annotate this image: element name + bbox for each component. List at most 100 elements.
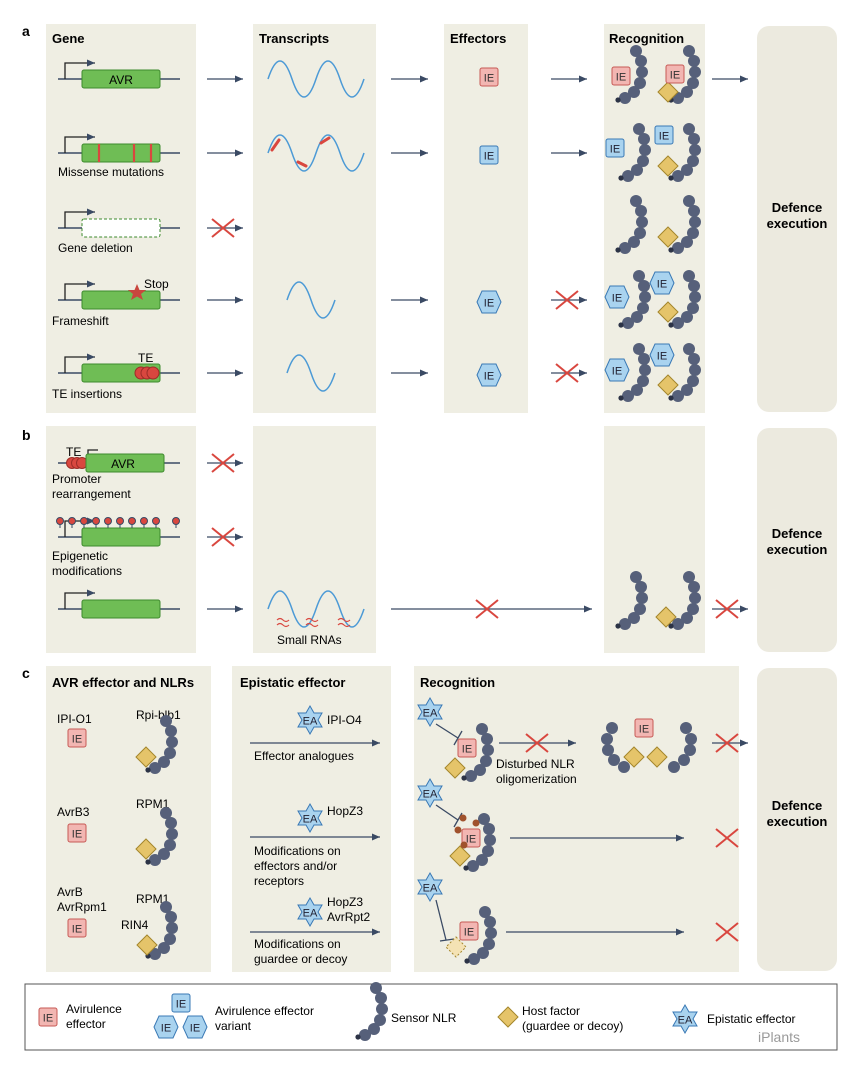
avr-gene xyxy=(85,453,165,473)
modification-dot xyxy=(459,814,467,822)
small-rnas-label: Small RNAs xyxy=(277,633,342,647)
ie-effector xyxy=(67,918,87,938)
row-a1: AVR xyxy=(58,45,748,104)
defence-panel-c xyxy=(757,668,837,971)
promoter-arrow xyxy=(64,59,95,79)
promoter-arrow xyxy=(64,133,95,153)
row3-ea-label-2: AvrRpt2 xyxy=(327,910,370,924)
inhibition-line xyxy=(435,899,447,941)
frameshift-label: Frameshift xyxy=(52,314,109,328)
row1-effector-label: IPI-O1 xyxy=(57,712,92,726)
row2-nlr-label: RPM1 xyxy=(136,797,170,811)
ie-variant xyxy=(605,138,625,158)
row3-host-label: RIN4 xyxy=(121,918,149,932)
effectors-column xyxy=(444,24,528,413)
ie-variant xyxy=(476,290,502,314)
transcript-wave xyxy=(286,281,336,319)
ie-effector xyxy=(67,728,87,748)
avr-gene-label-b: AVR xyxy=(111,457,135,471)
deletion-label: Gene deletion xyxy=(58,241,133,255)
transcript-wave xyxy=(267,590,365,628)
ie-effector xyxy=(634,718,654,738)
stop-label: Stop xyxy=(144,277,169,291)
epigenetic-label-1: Epigenetic xyxy=(52,549,108,563)
row2-caption-2: effectors and/or xyxy=(254,859,337,873)
transcripts-header: Transcripts xyxy=(259,31,329,46)
nlr-complex xyxy=(601,722,697,773)
te-element xyxy=(146,366,160,380)
promoter-label-2: rearrangement xyxy=(52,487,131,501)
row1-result-2: oligomerization xyxy=(496,772,577,786)
ie-effector xyxy=(611,66,631,86)
effectors-header: Effectors xyxy=(450,31,506,46)
transcript-wave xyxy=(267,134,365,172)
avr-gene xyxy=(81,290,161,310)
row1-result-1: Disturbed NLR xyxy=(496,757,575,771)
recognition-header: Recognition xyxy=(609,31,684,46)
watermark: iPlants xyxy=(758,1029,800,1045)
legend-variant-diamond-icon xyxy=(153,1015,179,1039)
legend-variant-1: Avirulence effector xyxy=(215,1004,314,1018)
row-c1: IPI-O1 Rpi-blb1 IPI-O4 Effector analogue… xyxy=(57,697,748,786)
epistatic-header: Epistatic effector xyxy=(240,675,345,690)
row3-ea-label-1: HopZ3 xyxy=(327,895,363,909)
transcripts-column xyxy=(253,24,376,413)
legend-host-2: (guardee or decoy) xyxy=(522,1019,623,1033)
defence-label-b-1: Defence xyxy=(772,526,823,541)
avr-gene-label: AVR xyxy=(109,73,133,87)
row3-nlr-label: RPM1 xyxy=(136,892,170,906)
legend-host-1: Host factor xyxy=(522,1004,580,1018)
ie-effector xyxy=(479,67,499,87)
defence-panel-b xyxy=(757,428,837,652)
ie-variant xyxy=(604,358,630,382)
panel-b: b Defence execution TE AVR Promoter rear… xyxy=(22,426,837,653)
transcript-wave xyxy=(267,60,365,98)
row-a4: Stop Frameshift xyxy=(52,270,701,329)
row-a2: Missense mutations xyxy=(58,123,701,182)
legend-avr-1: Avirulence xyxy=(66,1002,122,1016)
legend-ie-icon xyxy=(38,1007,58,1027)
row2-effector-label: AvrB3 xyxy=(57,805,90,819)
small-rnas xyxy=(276,617,351,628)
gene-header: Gene xyxy=(52,31,85,46)
stop-star-icon xyxy=(128,284,146,300)
recognition-header-c: Recognition xyxy=(420,675,495,690)
panel-letter-b: b xyxy=(22,427,31,443)
row1-ea-label: IPI-O4 xyxy=(327,713,362,727)
legend-epistatic-label: Epistatic effector xyxy=(707,1012,796,1026)
ie-effector xyxy=(665,64,685,84)
mutated-transcript-segment xyxy=(270,136,331,168)
methylation-marks xyxy=(56,517,180,528)
epigenetic-label-2: modifications xyxy=(52,564,122,578)
avr-gene xyxy=(81,69,161,89)
row-a3: Gene deletion xyxy=(58,195,701,255)
ie-effector xyxy=(67,823,87,843)
defence-label-a-1: Defence xyxy=(772,200,823,215)
te-insertions-label: TE insertions xyxy=(52,387,122,401)
row3-caption-2: guardee or decoy xyxy=(254,952,347,966)
defence-label-c-2: execution xyxy=(767,814,828,829)
avr-gene xyxy=(81,527,161,547)
ie-variant xyxy=(476,363,502,387)
ie-variant xyxy=(479,145,499,165)
legend-variant-2: variant xyxy=(215,1019,252,1033)
ie-variant xyxy=(649,343,675,367)
modification-dot xyxy=(472,819,480,827)
inhibition-bar xyxy=(453,730,463,746)
inhibition-bar xyxy=(453,812,463,828)
ie-effector xyxy=(457,738,477,758)
te-label-b: TE xyxy=(66,445,81,459)
row-a5: TE TE insertions xyxy=(52,343,701,402)
epigenetic-row: Epigenetic modifications xyxy=(52,517,243,578)
recognition-column-c xyxy=(414,666,739,972)
promoter-arrow xyxy=(64,353,95,373)
avr-gene xyxy=(81,599,161,619)
modified-host-factor xyxy=(445,936,467,958)
inhibition-bar xyxy=(439,938,455,942)
promoter-arrow xyxy=(64,280,95,300)
defence-label-b-2: execution xyxy=(767,542,828,557)
row2-caption-3: receptors xyxy=(254,874,304,888)
legend-variant-diamond-icon xyxy=(182,1015,208,1039)
modification-dot xyxy=(454,826,462,834)
row1-caption: Effector analogues xyxy=(254,749,354,763)
